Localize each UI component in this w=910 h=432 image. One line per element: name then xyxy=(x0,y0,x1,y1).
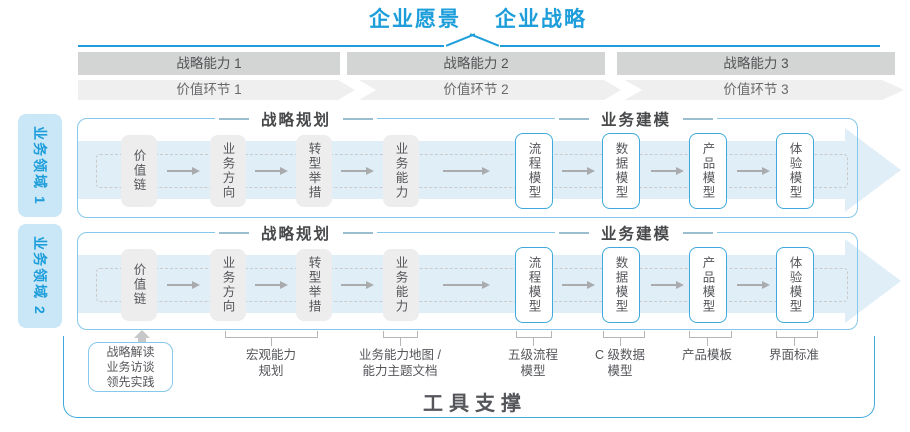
arrow-right-icon xyxy=(341,166,374,175)
arrow-right-icon xyxy=(167,280,200,289)
box-process-model: 流程模型 xyxy=(515,247,553,323)
annotation-data-model: C 级数据模型 xyxy=(594,348,645,378)
box-process-model: 流程模型 xyxy=(515,133,553,209)
box-data-model: 数据模型 xyxy=(602,133,640,209)
bracket-tail xyxy=(533,338,534,346)
box-transformation-initiatives: 转型举措 xyxy=(296,249,332,321)
box-product-model: 产品模型 xyxy=(689,247,727,323)
box-business-direction: 业务方向 xyxy=(210,135,246,207)
annotation-ui-standard: 界面标准 xyxy=(768,348,819,362)
box-business-direction: 业务方向 xyxy=(210,249,246,321)
page-title: 企业愿景 企业战略 xyxy=(98,3,858,33)
domain-label-1: 业务领域 1 xyxy=(18,114,62,217)
bracket xyxy=(603,331,645,338)
planning-header: 战略规划 xyxy=(214,108,378,130)
value-link-label-2: 价值环节 2 xyxy=(443,82,509,97)
caret-icon xyxy=(444,33,500,47)
arrow-right-icon xyxy=(651,280,684,289)
box-data-model: 数据模型 xyxy=(602,247,640,323)
box-experience-model: 体验模型 xyxy=(776,247,814,323)
annotation-macro-capability: 宏观能力规划 xyxy=(245,348,296,378)
box-business-capability: 业务能力 xyxy=(383,135,419,207)
value-link-label-3: 价值环节 3 xyxy=(723,82,789,97)
bracket xyxy=(383,331,418,338)
arrow-right-icon xyxy=(443,166,490,175)
up-arrow-shaft xyxy=(138,338,146,343)
bracket xyxy=(225,331,318,338)
box-business-capability: 业务能力 xyxy=(383,249,419,321)
annotation-process-model: 五级流程模型 xyxy=(507,348,558,378)
capability-band-2: 战略能力 2 xyxy=(347,52,605,75)
box-value-chain: 价值链 xyxy=(121,135,157,207)
annotation-strategy-inputs: 战略解读 业务访谈 领先实践 xyxy=(88,342,173,392)
row-panel-domain-2: 战略规划 业务建模 价值链 业务方向 转型举措 业务能力 流程模型 数据模型 产… xyxy=(77,222,858,330)
bracket xyxy=(776,331,818,338)
modeling-header: 业务建模 xyxy=(554,222,718,244)
vision-title: 企业愿景 xyxy=(369,8,461,31)
box-product-model: 产品模型 xyxy=(689,133,727,209)
planning-header: 战略规划 xyxy=(214,222,378,244)
bracket-tail xyxy=(707,338,708,346)
up-arrow-icon xyxy=(134,330,150,338)
modeling-header: 业务建模 xyxy=(554,108,718,130)
tool-support-label: 工具支撑 xyxy=(423,393,527,415)
arrow-right-icon xyxy=(255,166,288,175)
bracket-tail xyxy=(620,338,621,346)
arrow-right-icon xyxy=(737,280,770,289)
value-link-label-1: 价值环节 1 xyxy=(176,82,242,97)
arrow-right-icon xyxy=(167,166,200,175)
box-value-chain: 价值链 xyxy=(121,249,157,321)
bracket xyxy=(516,331,552,338)
bracket-tail xyxy=(794,338,795,346)
bracket xyxy=(689,331,732,338)
chevron-right-icon xyxy=(604,80,642,100)
arrow-right-icon xyxy=(737,166,770,175)
arrow-right-icon xyxy=(443,280,490,289)
arrow-right-icon xyxy=(651,166,684,175)
capability-band-1: 战略能力 1 xyxy=(78,52,340,75)
row-panel-domain-1: 战略规划 业务建模 价值链 业务方向 转型举措 业务能力 流程模型 数据模型 产… xyxy=(77,108,858,218)
arrow-right-icon xyxy=(562,166,595,175)
chevron-right-icon xyxy=(338,80,376,100)
tool-support-container xyxy=(63,336,875,418)
arrow-right-icon xyxy=(341,280,374,289)
value-link-band xyxy=(78,80,904,100)
strategy-title: 企业战略 xyxy=(495,8,587,31)
box-experience-model: 体验模型 xyxy=(776,133,814,209)
dashed-flow-frame xyxy=(96,154,848,188)
bracket-tail xyxy=(400,338,401,346)
dashed-flow-frame xyxy=(96,268,848,302)
annotation-product-template: 产品模板 xyxy=(681,348,732,362)
capability-band-3: 战略能力 3 xyxy=(617,52,895,75)
arrow-right-icon xyxy=(255,280,288,289)
annotation-capability-map: 业务能力地图 /能力主题文档 xyxy=(359,348,441,378)
arrow-right-icon xyxy=(562,280,595,289)
box-transformation-initiatives: 转型举措 xyxy=(296,135,332,207)
bracket-tail xyxy=(271,338,272,346)
domain-label-2: 业务领域 2 xyxy=(18,224,62,328)
